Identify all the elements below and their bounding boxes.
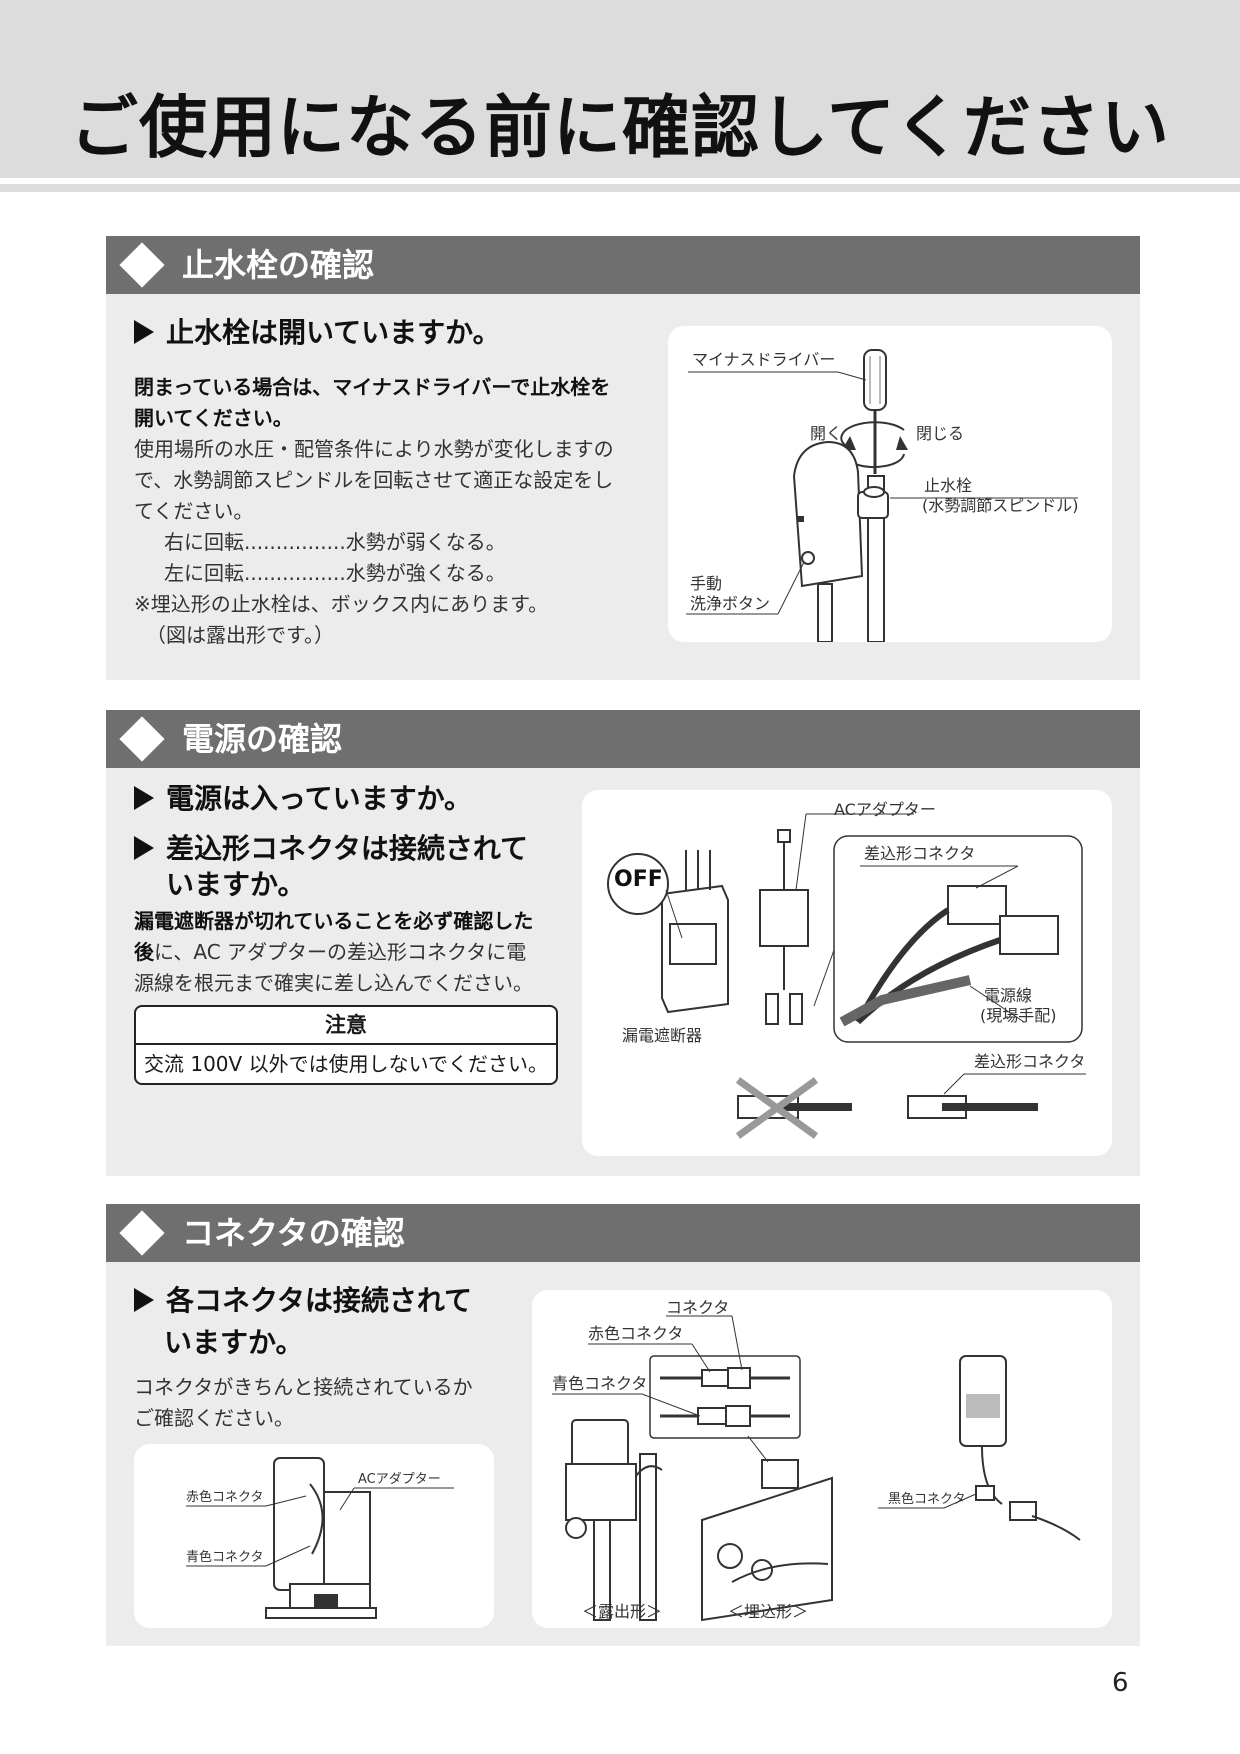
diamond-icon <box>119 1210 165 1256</box>
power-question-2-cont: いますか。 <box>166 868 306 901</box>
right-red-connector-label: 赤色コネクタ <box>588 1324 684 1343</box>
triangle-bullet-icon <box>134 320 154 344</box>
embedded-type-label: ＜埋込形＞ <box>728 1602 809 1621</box>
connector-body-line1: コネクタがきちんと接続されているか <box>134 1375 473 1399</box>
power-text-line3: 源線を根元まで確実に差し込んでください。 <box>134 971 533 995</box>
connector-body-line2: ご確認ください。 <box>134 1406 294 1430</box>
connector-right-panel: コネクタ 赤色コネクタ 青色コネクタ 黒色コネクタ ＜露出形＞ ＜埋込形＞ <box>532 1290 1112 1628</box>
red-blue-connector-icon <box>660 1367 790 1427</box>
power-line-label-1: 電源線 <box>984 986 1033 1005</box>
remote-sensor-icon <box>959 1355 1081 1541</box>
exposed-unit-icon <box>565 1419 663 1621</box>
plug-connector-icon <box>839 885 1059 1027</box>
valve-question: 止水栓は開いていますか。 <box>134 314 501 352</box>
diamond-icon <box>119 242 165 288</box>
caution-box: 注意 交流 100V 以外では使用しないでください。 <box>134 1005 558 1085</box>
valve-label-line1: 止水栓 <box>924 476 973 495</box>
sensor-unit-icon <box>792 440 864 588</box>
valve-body-line1: 使用場所の水圧・配管条件により水勢が変化しますの <box>134 437 614 461</box>
header-band <box>0 0 1240 178</box>
valve-body-line3: てください。 <box>134 499 254 523</box>
valve-figure-panel: マイナスドライバー 開く 閉じる 止水栓 (水勢調節スピンドル) 手動 洗浄ボタ… <box>668 326 1112 642</box>
power-section-header: 電源の確認 <box>106 710 1140 768</box>
power-figure-panel: OFF ACアダプター 差込形コネクタ 漏電遮断器 電源線 (現場手配) 差込形… <box>582 790 1112 1156</box>
manual-button-label-line2: 洗浄ボタン <box>690 594 771 613</box>
connector-question-text: 各コネクタは接続されて <box>166 1284 473 1317</box>
connector-question: 各コネクタは接続されて <box>134 1282 472 1320</box>
power-bold-line1: 漏電遮断器が切れていることを必ず確認した <box>134 909 534 933</box>
embedded-box-icon <box>701 1435 833 1622</box>
connector-right-illustration <box>552 1315 1081 1622</box>
screwdriver-icon <box>863 349 887 474</box>
connector-question-cont: いますか。 <box>164 1326 304 1359</box>
power-text-line2-bold: 後 <box>134 940 154 964</box>
valve-bold-line2: 開いてください。 <box>134 406 293 430</box>
right-connector-label: コネクタ <box>666 1298 730 1317</box>
left-ac-adapter-label: ACアダプター <box>358 1472 441 1487</box>
valve-label-line2: (水勢調節スピンドル) <box>922 496 1079 515</box>
connector-section: コネクタの確認 各コネクタは接続されて いますか。 コネクタがきちんと接続されて… <box>106 1204 1140 1646</box>
wrong-insertion-icon <box>735 1077 852 1139</box>
power-question-1: 電源は入っていますか。 <box>134 780 472 818</box>
caution-title: 注意 <box>136 1007 556 1045</box>
valve-illustration <box>686 349 1078 642</box>
valve-note-line2: （図は露出形です。） <box>146 623 334 647</box>
power-text-line2: 後に、AC アダプターの差込形コネクタに電 <box>134 937 526 968</box>
valve-section-header: 止水栓の確認 <box>106 236 1140 294</box>
valve-rotate-left: 左に回転................水勢が強くなる。 <box>164 561 506 585</box>
open-label: 開く <box>810 424 843 443</box>
valve-pipe-icon <box>817 475 889 642</box>
power-section: 電源の確認 電源は入っていますか。 差込形コネクタは接続されて いますか。 漏電… <box>106 710 1140 1176</box>
power-line-label-2: (現場手配) <box>980 1006 1057 1025</box>
right-blue-connector-label: 青色コネクタ <box>552 1374 648 1393</box>
diamond-icon <box>119 716 165 762</box>
valve-section: 止水栓の確認 止水栓は開いていますか。 閉まっている場合は、マイナスドライバーで… <box>106 236 1140 680</box>
screwdriver-label: マイナスドライバー <box>692 350 836 369</box>
valve-bold-line1: 閉まっている場合は、マイナスドライバーで止水栓を <box>134 375 611 399</box>
off-label: OFF <box>614 867 663 892</box>
correct-insertion-icon <box>907 1095 1038 1119</box>
valve-note-line1: ※埋込形の止水栓は、ボックス内にあります。 <box>134 592 549 616</box>
breaker-icon <box>661 850 729 1014</box>
power-question-2-text: 差込形コネクタは接続されて <box>166 832 529 865</box>
connector-left-illustration <box>186 1457 454 1619</box>
close-label: 閉じる <box>916 424 965 443</box>
black-connector-label: 黒色コネクタ <box>888 1492 966 1507</box>
off-callout-circle <box>607 853 669 915</box>
power-text-line2-rest: に、AC アダプターの差込形コネクタに電 <box>154 940 527 964</box>
left-red-connector-label: 赤色コネクタ <box>186 1490 264 1505</box>
caution-text: 交流 100V 以外では使用しないでください。 <box>144 1052 548 1076</box>
ac-adapter-icon <box>759 829 809 1025</box>
power-illustration <box>607 813 1086 1139</box>
ac-adapter-label: ACアダプター <box>834 800 936 819</box>
triangle-bullet-icon <box>134 786 154 810</box>
valve-question-text: 止水栓は開いていますか。 <box>166 316 501 349</box>
header-rule <box>0 180 1240 192</box>
triangle-bullet-icon <box>134 836 154 860</box>
page-title: ご使用になる前に確認してください <box>70 89 1170 168</box>
manual-button-label-line1: 手動 <box>690 574 723 593</box>
connector-left-panel: ACアダプター 赤色コネクタ 青色コネクタ <box>134 1444 494 1628</box>
exposed-type-label: ＜露出形＞ <box>582 1602 663 1621</box>
valve-rotate-right: 右に回転................水勢が弱くなる。 <box>164 530 506 554</box>
valve-section-title: 止水栓の確認 <box>182 246 375 284</box>
valve-body-line2: で、水勢調節スピンドルを回転させて適正な設定をし <box>134 468 614 492</box>
power-question-1-text: 電源は入っていますか。 <box>166 782 473 815</box>
plug-connector-label: 差込形コネクタ <box>864 844 976 863</box>
power-section-title: 電源の確認 <box>182 720 343 758</box>
connector-section-title: コネクタの確認 <box>182 1214 405 1252</box>
page-number: 6 <box>1112 1668 1129 1698</box>
breaker-label: 漏電遮断器 <box>622 1026 703 1045</box>
triangle-bullet-icon <box>134 1288 154 1312</box>
left-blue-connector-label: 青色コネクタ <box>186 1550 264 1565</box>
power-question-2: 差込形コネクタは接続されて <box>134 830 528 868</box>
plug-connector-label-2: 差込形コネクタ <box>974 1052 1086 1071</box>
control-box-icon <box>265 1457 377 1619</box>
connector-section-header: コネクタの確認 <box>106 1204 1140 1262</box>
